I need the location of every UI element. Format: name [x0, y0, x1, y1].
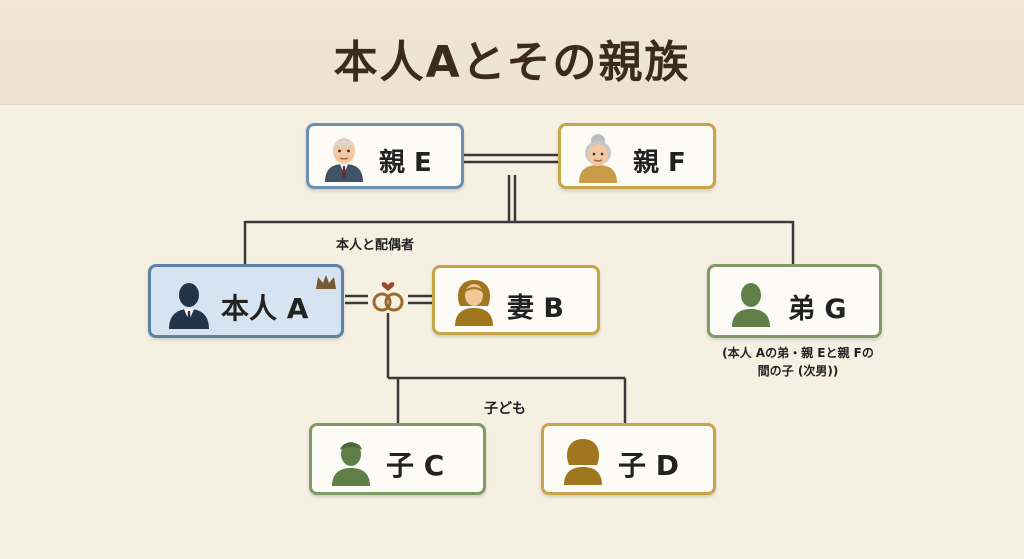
title-banner: 本人Aとその親族: [0, 0, 1024, 105]
node-brother-g[interactable]: 弟 G: [707, 264, 882, 338]
brother-note-line-2: 間の子 (次男)): [757, 364, 839, 378]
child-icon: [332, 442, 370, 486]
elderly-man-icon: [325, 138, 363, 182]
page-title: 本人Aとその親族: [333, 37, 691, 88]
node-child-c[interactable]: 子 C: [309, 423, 486, 495]
node-parent-e[interactable]: 親 E: [306, 123, 464, 189]
node-self-a-label: 本人 A: [221, 292, 309, 325]
brother-note: (本人 Aの弟・親 Eと親 Fの 間の子 (次男)): [700, 344, 896, 380]
node-child-d[interactable]: 子 D: [541, 423, 716, 495]
node-spouse-b-label: 妻 B: [507, 293, 564, 324]
man-in-suit-icon: [169, 283, 209, 329]
node-child-c-label: 子 C: [386, 449, 445, 482]
node-parent-f[interactable]: 親 F: [558, 123, 716, 189]
elderly-woman-icon: [579, 134, 617, 183]
node-parent-f-label: 親 F: [633, 148, 686, 178]
node-child-d-label: 子 D: [618, 449, 679, 482]
brother-note-line-1: (本人 Aの弟・親 Eと親 Fの: [722, 346, 874, 360]
girl-icon: [564, 439, 602, 485]
node-parent-e-label: 親 E: [379, 148, 432, 178]
woman-icon: [455, 280, 493, 326]
wedding-rings-icon: [372, 282, 404, 312]
person-icon: [732, 283, 770, 327]
caption-children: 子ども: [484, 401, 526, 417]
node-self-a[interactable]: 本人 A: [148, 264, 344, 338]
node-spouse-b[interactable]: 妻 B: [432, 265, 600, 335]
crown-icon: [316, 275, 336, 289]
caption-couple: 本人と配偶者: [336, 238, 415, 253]
node-brother-g-label: 弟 G: [788, 294, 847, 325]
